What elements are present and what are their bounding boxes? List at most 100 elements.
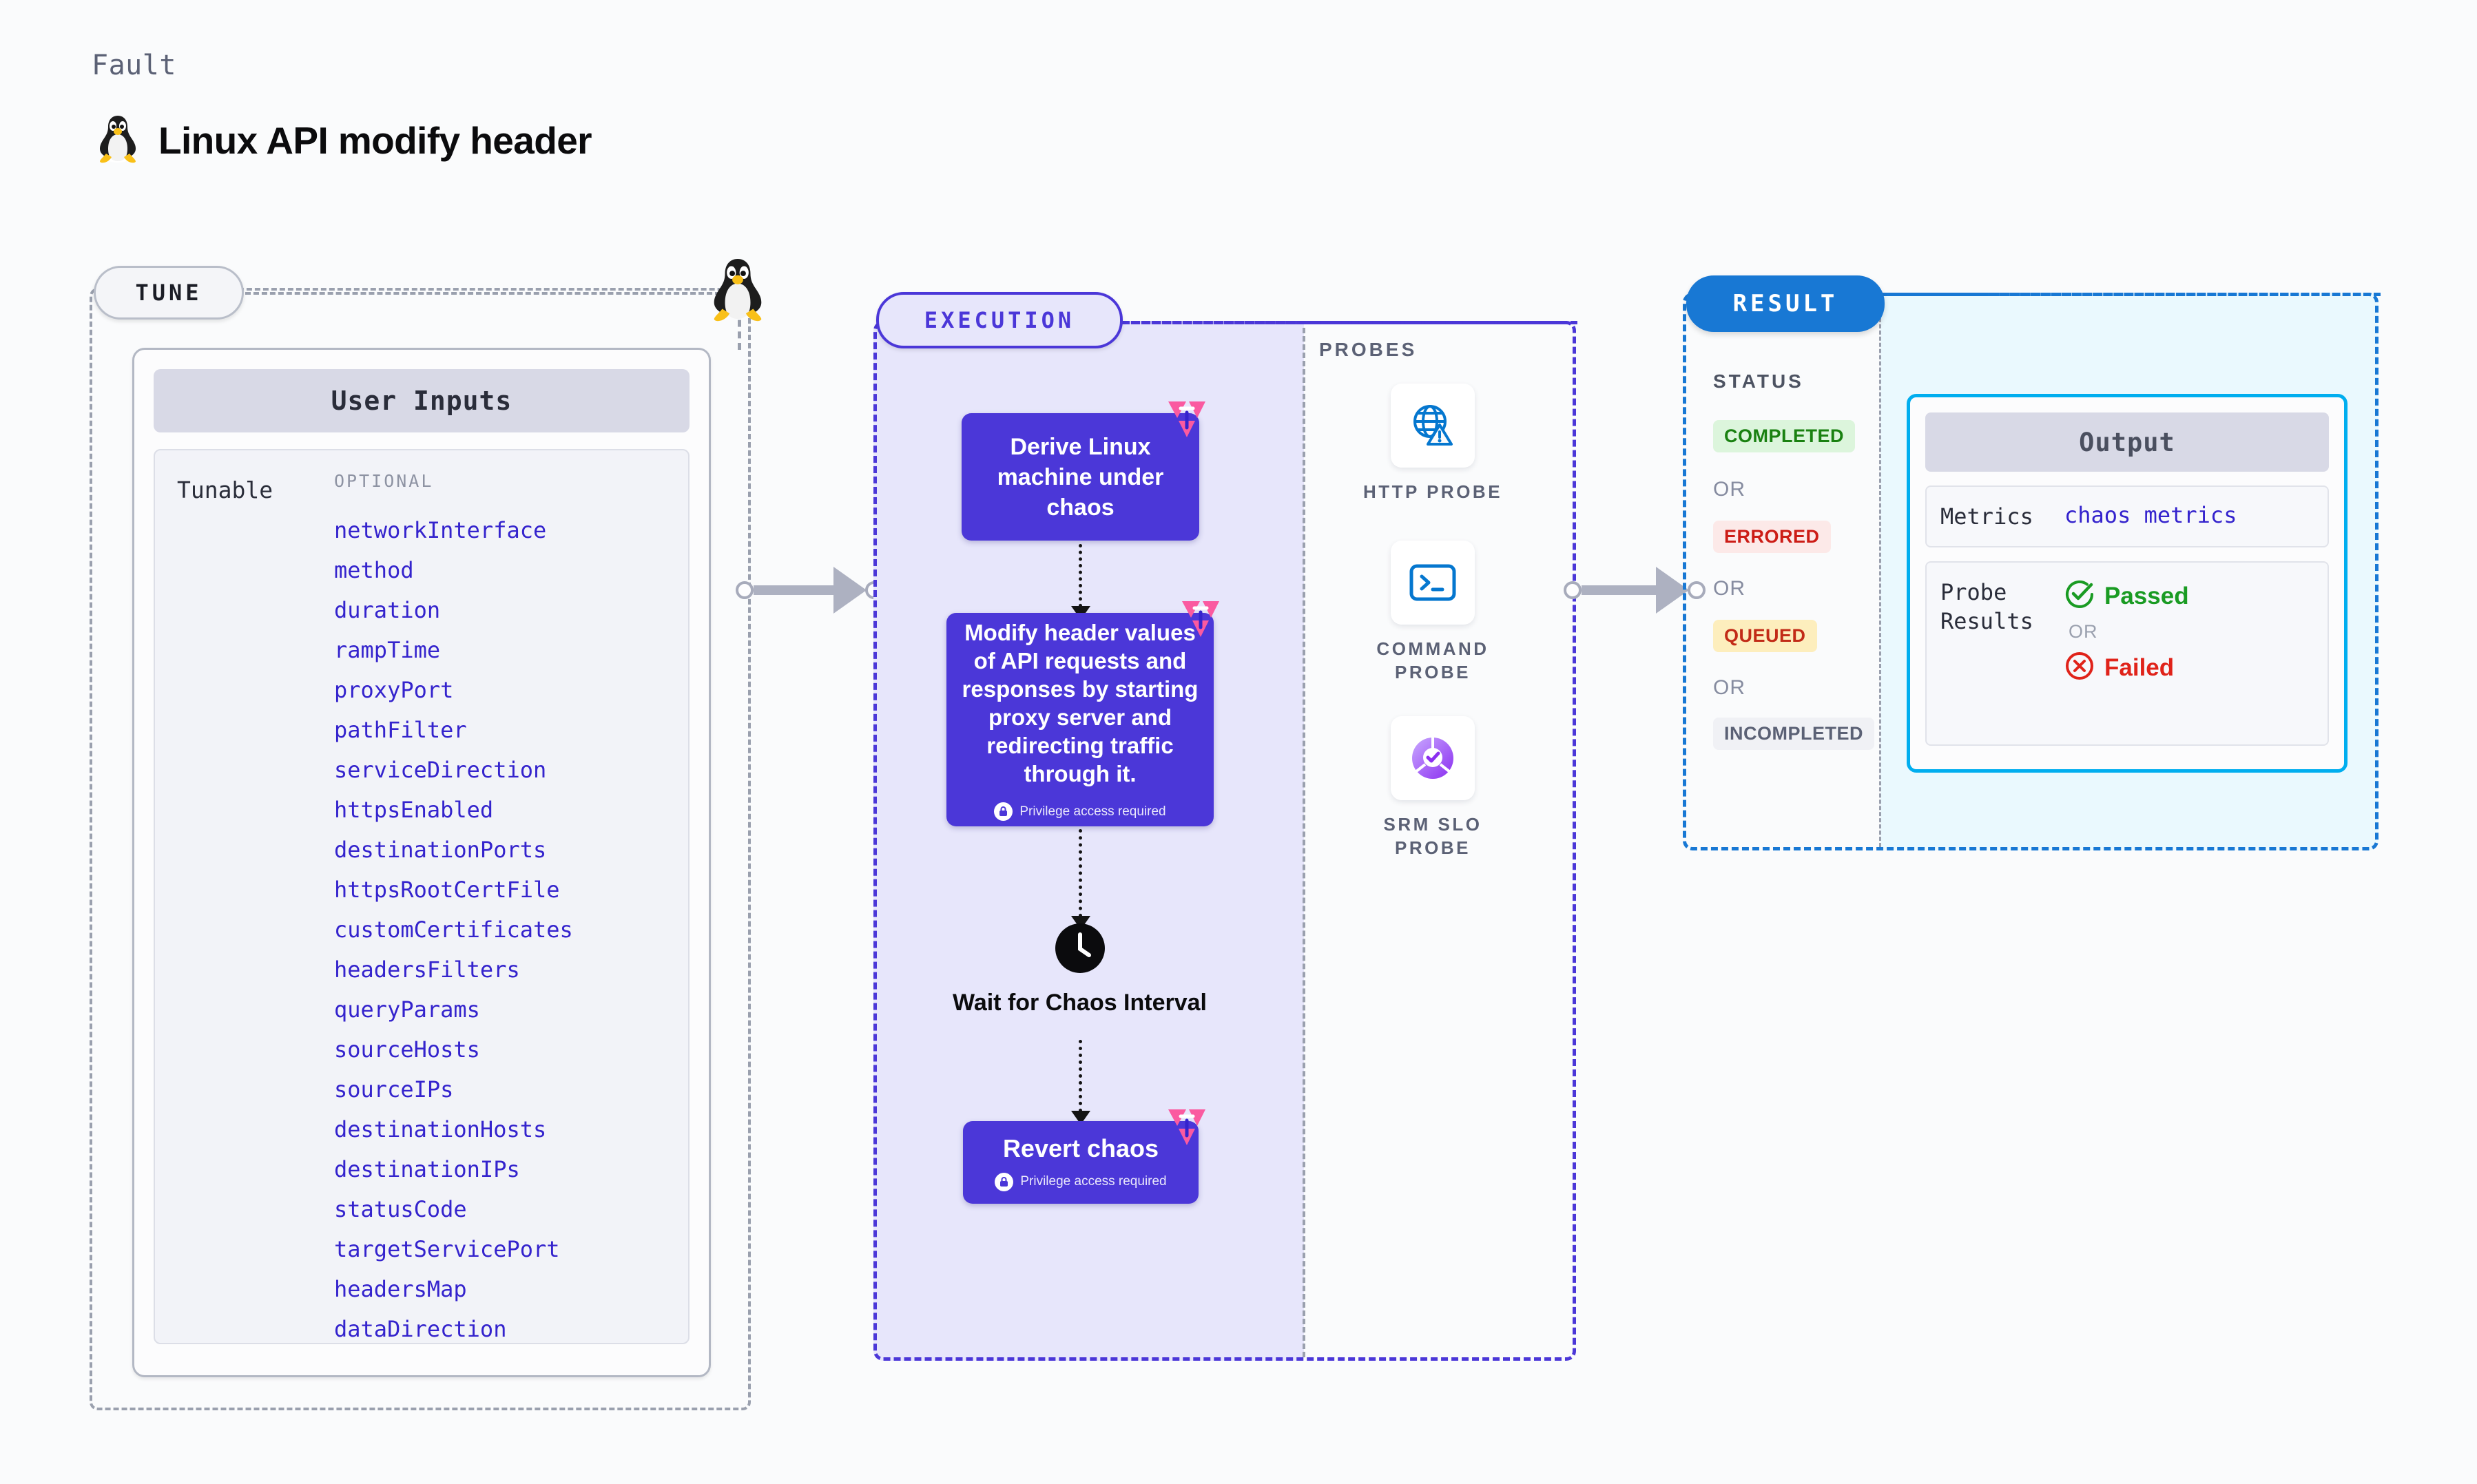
param-item[interactable]: method (334, 557, 414, 583)
status-badge-queued: QUEUED (1713, 620, 1817, 652)
tune-leader-tick (738, 309, 741, 350)
user-inputs-body: Tunable OPTIONAL networkInterface method… (154, 449, 690, 1344)
probe-result-failed: Failed (2064, 651, 2189, 684)
linux-penguin-marker-icon (709, 256, 766, 325)
tunable-label: Tunable (177, 477, 273, 503)
optional-label: OPTIONAL (334, 471, 434, 491)
output-probe-results-row: Probe Results Passed OR (1925, 561, 2329, 746)
param-item[interactable]: rampTime (334, 637, 441, 663)
harness-corner-icon (1165, 397, 1208, 440)
flow-connector (1079, 1040, 1082, 1112)
status-badge-errored: ERRORED (1713, 521, 1831, 553)
page-kicker: Fault (92, 50, 176, 81)
param-item[interactable]: queryParams (334, 996, 480, 1023)
lock-icon (995, 1172, 1014, 1191)
param-item[interactable]: sourceIPs (334, 1076, 454, 1102)
status-section-title: STATUS (1713, 370, 1804, 392)
step-label: Modify header values of API requests and… (962, 619, 1199, 786)
param-item[interactable]: pathFilter (334, 717, 467, 743)
param-item[interactable]: destinationHosts (334, 1116, 547, 1142)
output-probe-results-key: Probe Results (1940, 579, 2033, 634)
status-or-label: OR (1713, 676, 1745, 699)
param-item[interactable]: duration (334, 597, 441, 623)
connector-tune-to-execution (736, 567, 883, 614)
harness-corner-icon (1165, 1105, 1208, 1148)
page-title: Linux API modify header (158, 118, 592, 162)
probe-result-or-label: OR (2069, 621, 2098, 642)
slo-donut-check-icon (1391, 716, 1475, 800)
execution-leader-line (1123, 321, 1577, 324)
status-badge-incompleted: INCOMPLETED (1713, 718, 1875, 750)
connector-line (1582, 585, 1659, 595)
result-chip[interactable]: RESULT (1686, 275, 1885, 332)
connector-start-dot (1564, 581, 1582, 599)
connector-start-dot (736, 581, 754, 599)
flow-connector (1079, 829, 1082, 917)
privilege-badge: Privilege access required (995, 1172, 1167, 1191)
status-badge-completed: COMPLETED (1713, 420, 1856, 452)
step-derive-linux-machine[interactable]: Derive Linux machine under chaos (962, 413, 1199, 541)
terminal-icon (1391, 541, 1475, 625)
clock-icon (1055, 923, 1106, 977)
harness-corner-icon (1179, 597, 1222, 640)
probe-result-passed: Passed (2064, 579, 2189, 613)
param-item[interactable]: networkInterface (334, 517, 547, 543)
param-item[interactable]: sourceHosts (334, 1036, 480, 1063)
step-label: Revert chaos (1002, 1133, 1159, 1162)
lock-icon (994, 802, 1013, 821)
param-item[interactable]: statusCode (334, 1196, 467, 1222)
connector-arrowhead (833, 567, 867, 614)
flow-connector (1079, 544, 1082, 607)
output-metrics-value[interactable]: chaos metrics (2064, 502, 2237, 528)
step-label: Wait for Chaos Interval (952, 990, 1208, 1016)
param-item[interactable]: httpsRootCertFile (334, 877, 560, 903)
globe-warning-icon (1391, 384, 1475, 468)
execution-probes-divider (1303, 328, 1305, 1357)
status-or-label: OR (1713, 577, 1745, 600)
tune-leader-line (245, 292, 721, 295)
connector-end-dot (1688, 581, 1706, 599)
output-metrics-row: Metrics chaos metrics (1925, 485, 2329, 547)
probe-label: HTTP PROBE (1362, 481, 1503, 502)
privilege-text: Privilege access required (1020, 1174, 1167, 1189)
param-item[interactable]: destinationIPs (334, 1156, 520, 1182)
check-circle-icon (2064, 579, 2095, 613)
param-item[interactable]: destinationPorts (334, 837, 547, 863)
param-item[interactable]: targetServicePort (334, 1236, 560, 1262)
tune-chip[interactable]: TUNE (94, 266, 244, 320)
param-item[interactable]: serviceDirection (334, 757, 547, 783)
connector-line (754, 585, 836, 595)
step-wait-for-chaos-interval[interactable]: Wait for Chaos Interval (953, 923, 1207, 1017)
step-revert-chaos[interactable]: Revert chaos Privilege access required (963, 1121, 1199, 1204)
probe-result-failed-label: Failed (2104, 654, 2175, 681)
output-title: Output (1925, 412, 2329, 472)
probe-label: COMMAND PROBE (1376, 638, 1489, 682)
output-card: Output Metrics chaos metrics Probe Resul… (1907, 394, 2348, 773)
execution-chip[interactable]: EXECUTION (876, 292, 1123, 348)
param-item[interactable]: httpsEnabled (334, 797, 494, 823)
probe-srm-slo[interactable]: SRM SLO PROBE (1350, 716, 1515, 859)
tune-panel (90, 288, 751, 1410)
probe-label: SRM SLO PROBE (1383, 814, 1482, 858)
step-label: Derive Linux machine under chaos (997, 433, 1164, 521)
user-inputs-card: User Inputs Tunable OPTIONAL networkInte… (132, 348, 711, 1377)
result-leader-line (1885, 293, 2381, 296)
param-item[interactable]: customCertificates (334, 917, 573, 943)
probe-results-values: Passed OR Failed (2064, 578, 2189, 684)
param-item[interactable]: dataDirection (334, 1316, 507, 1342)
probe-command[interactable]: COMMAND PROBE (1350, 541, 1515, 684)
x-circle-icon (2064, 651, 2095, 684)
output-metrics-key: Metrics (1940, 503, 2033, 530)
probes-section-title: PROBES (1319, 339, 1418, 360)
param-item[interactable]: proxyPort (334, 677, 454, 703)
probe-http[interactable]: HTTP PROBE (1350, 384, 1515, 503)
param-item[interactable]: headersFilters (334, 957, 520, 983)
page-title-row: Linux API modify header (96, 114, 592, 167)
probe-result-passed-label: Passed (2104, 582, 2189, 609)
linux-penguin-icon (96, 114, 139, 167)
step-modify-header-values[interactable]: Modify header values of API requests and… (946, 613, 1214, 826)
param-item[interactable]: headersMap (334, 1276, 467, 1302)
privilege-text: Privilege access required (1019, 804, 1166, 819)
tunable-params-column: OPTIONAL networkInterface method duratio… (327, 471, 688, 1343)
